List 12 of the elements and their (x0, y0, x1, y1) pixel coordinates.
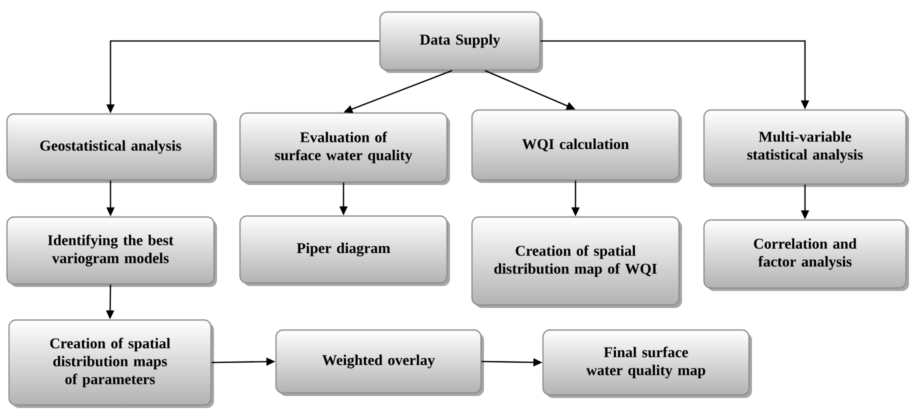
process-box: Geostatistical analysis (6, 113, 217, 183)
process-box: WQI calculation (471, 109, 682, 183)
process-box: Weighted overlay (275, 329, 484, 396)
process-box: Piper diagram (239, 215, 450, 286)
process-box: Evaluation of surface water quality (239, 112, 450, 185)
process-box: Correlation and factor analysis (703, 219, 909, 291)
process-box: Data Supply (379, 11, 543, 73)
process-box: Creation of spatial distribution map of WQI (471, 216, 682, 308)
process-box: Final surface water quality map (542, 329, 752, 398)
process-box: Creation of spatial distribution maps of parameters (8, 319, 214, 408)
process-box: Identifying the best variogram models (6, 216, 217, 287)
process-box: Multi-variable statistical analysis (703, 109, 909, 187)
